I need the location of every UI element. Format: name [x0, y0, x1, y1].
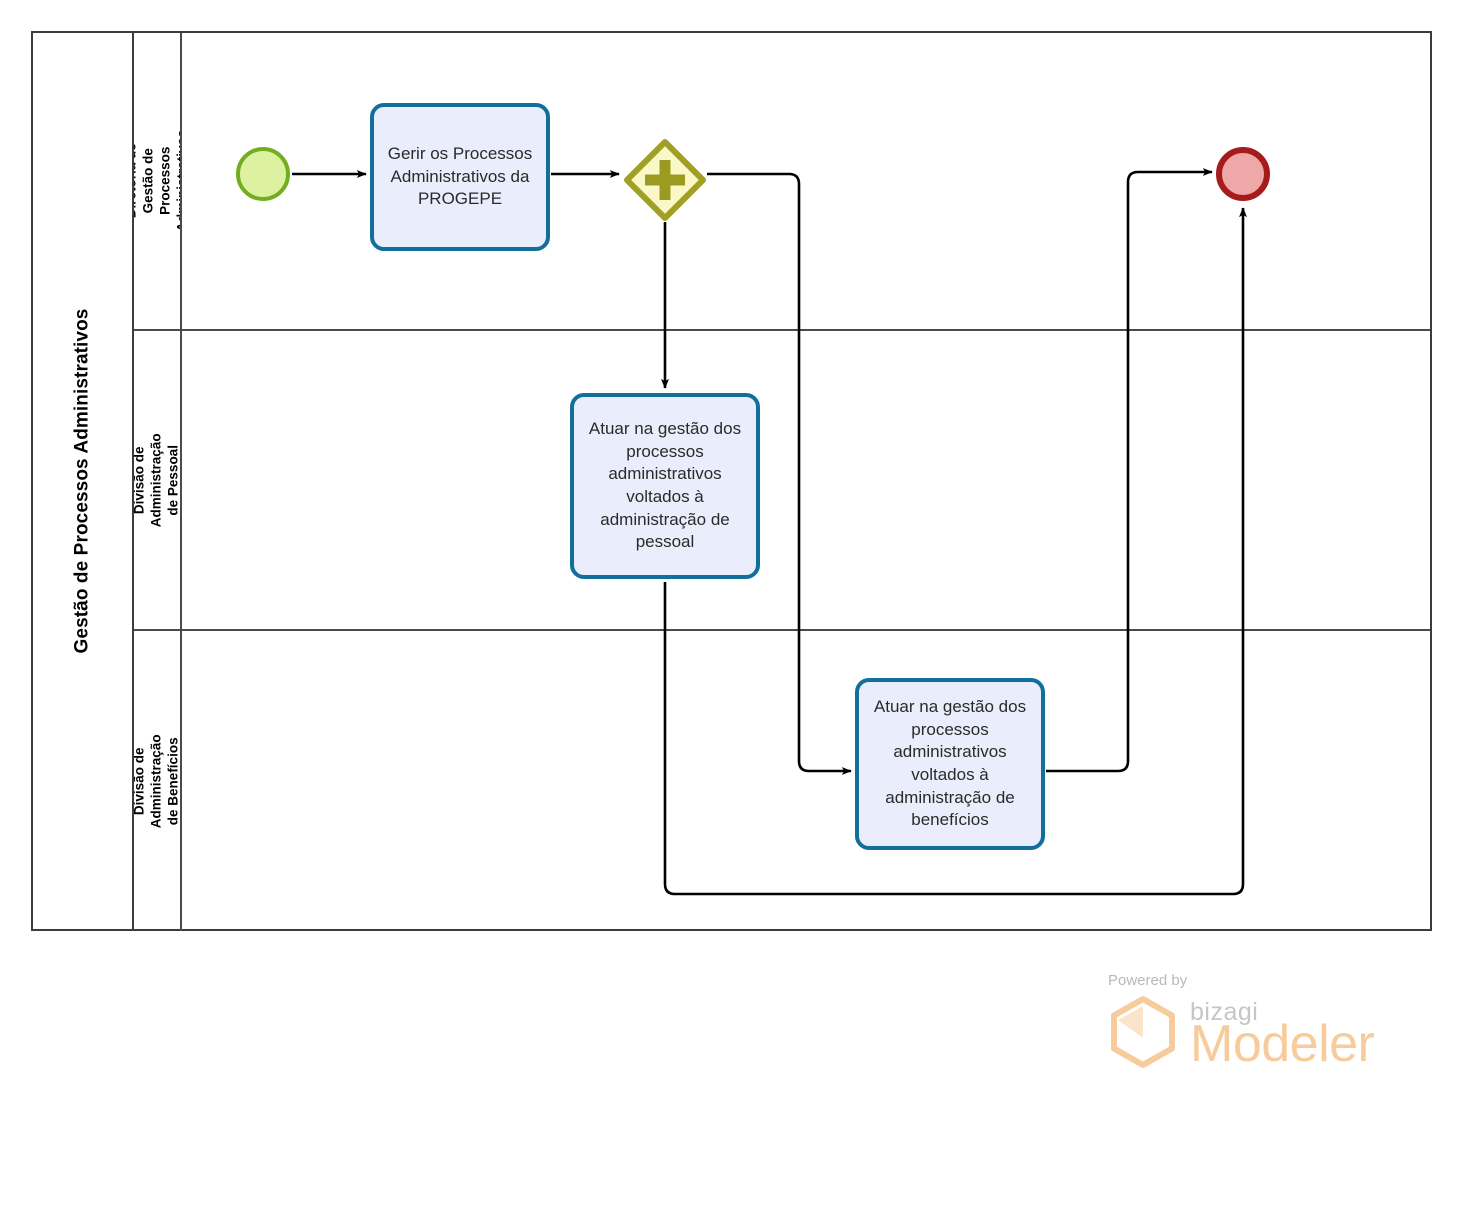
bizagi-watermark: Powered by bizagi Modeler: [1106, 972, 1376, 1073]
watermark-product-label: Modeler: [1190, 1015, 1375, 1073]
pool-header: Gestão de Processos Administrativos: [33, 33, 134, 929]
lane-pessoal[interactable]: Divisão de Administração de Pessoal: [134, 331, 1430, 631]
parallel-gateway[interactable]: [623, 138, 707, 222]
lane-header-diretoria: Diretoria de Gestão de Processos Adminis…: [134, 33, 182, 329]
lane-header-pessoal: Divisão de Administração de Pessoal: [134, 331, 182, 629]
watermark-brand-label: bizagi: [1190, 998, 1259, 1026]
lane-label-diretoria: Diretoria de Gestão de Processos Adminis…: [134, 129, 182, 233]
task-gerir-processos[interactable]: Gerir os Processos Administrativos da PR…: [370, 103, 550, 251]
lane-beneficios[interactable]: Divisão de Administração de Benefícios: [134, 631, 1430, 931]
start-event[interactable]: [236, 147, 290, 201]
bizagi-hexagon-icon: [1111, 996, 1175, 1068]
task-atuar-gestao-beneficios[interactable]: Atuar na gestão dos processos administra…: [855, 678, 1045, 850]
end-event[interactable]: [1216, 147, 1270, 201]
task-atuar-gestao-pessoal[interactable]: Atuar na gestão dos processos administra…: [570, 393, 760, 579]
parallel-plus-icon: [645, 160, 685, 200]
pool-title: Gestão de Processos Administrativos: [71, 308, 93, 654]
lane-label-beneficios: Divisão de Administração de Benefícios: [134, 734, 181, 828]
watermark-powered-by-label: Powered by: [1108, 972, 1188, 989]
lane-header-beneficios: Divisão de Administração de Benefícios: [134, 631, 182, 931]
lane-label-pessoal: Divisão de Administração de Pessoal: [134, 433, 181, 527]
